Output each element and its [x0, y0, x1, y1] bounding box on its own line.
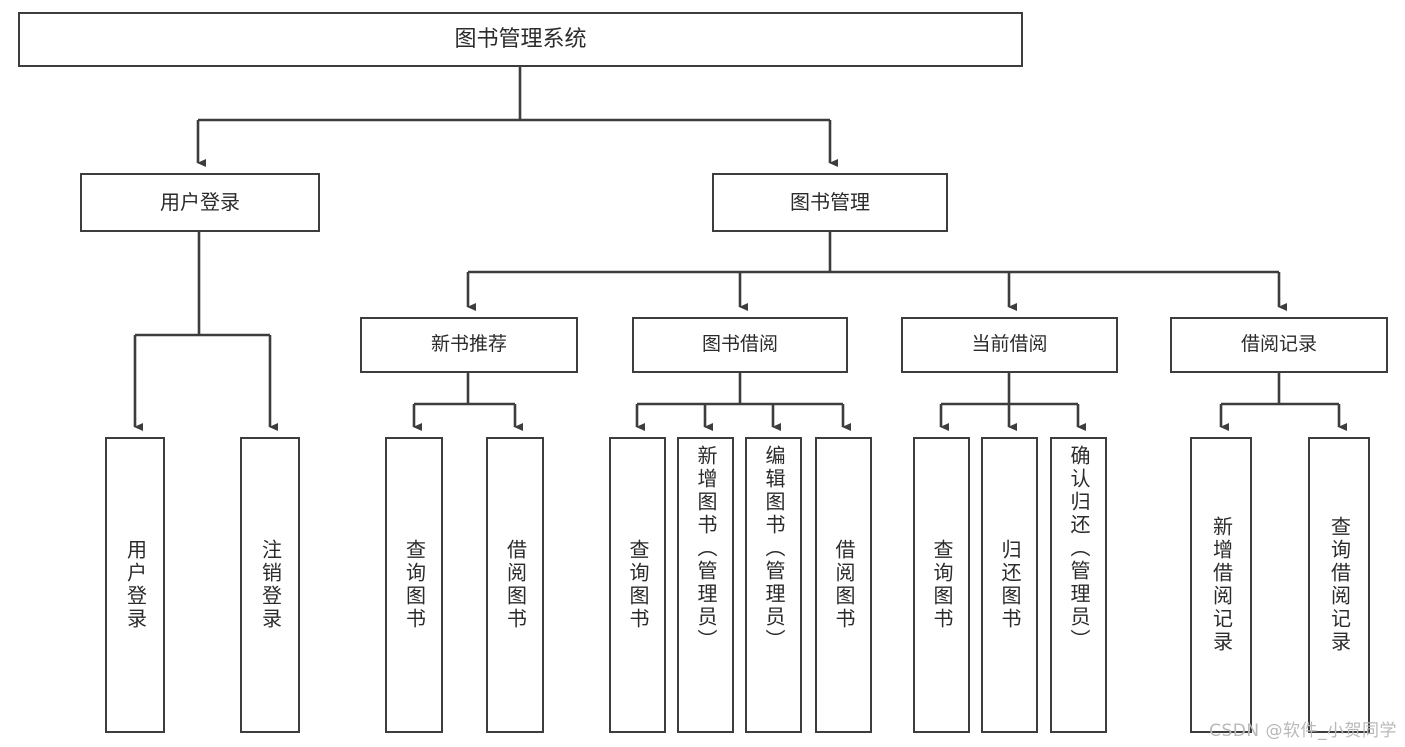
node-label: 图书管理 [790, 190, 870, 214]
leaf-borrow-edit-book-admin[interactable]: 编辑图书（管理员） [745, 437, 802, 733]
leaf-borrow-add-book-admin[interactable]: 新增图书（管理员） [677, 437, 734, 733]
leaf-recommend-query-book[interactable]: 查询图书 [385, 437, 443, 733]
leaf-record-query-borrow-record[interactable]: 查询借阅记录 [1308, 437, 1370, 733]
node-label: 确认归还（管理员） [1067, 445, 1091, 652]
leaf-borrow-borrow-book[interactable]: 借阅图书 [815, 437, 872, 733]
leaf-borrow-query-book[interactable]: 查询图书 [609, 437, 666, 733]
node-label: 注销登录 [258, 539, 283, 631]
node-label: 新增图书（管理员） [694, 445, 718, 652]
node-book-management[interactable]: 图书管理 [712, 173, 948, 232]
node-label: 归还图书 [998, 539, 1022, 631]
leaf-user-login[interactable]: 用户登录 [105, 437, 165, 733]
node-label: 用户登录 [160, 190, 240, 214]
leaf-current-return-book[interactable]: 归还图书 [981, 437, 1038, 733]
node-label: 借阅图书 [832, 539, 856, 631]
node-book-borrow[interactable]: 图书借阅 [632, 317, 848, 373]
node-label: 图书管理系统 [454, 26, 587, 52]
node-label: 查询借阅记录 [1327, 516, 1352, 654]
leaf-record-add-borrow-record[interactable]: 新增借阅记录 [1190, 437, 1252, 733]
csdn-watermark: CSDN @软件_小贺同学 [1209, 721, 1397, 741]
node-label: 新书推荐 [430, 333, 507, 356]
node-borrow-record[interactable]: 借阅记录 [1170, 317, 1388, 373]
node-label: 新增借阅记录 [1209, 516, 1234, 654]
node-root-book-management-system[interactable]: 图书管理系统 [18, 12, 1023, 67]
node-label: 查询图书 [402, 539, 427, 631]
node-label: 用户登录 [123, 539, 148, 631]
leaf-current-confirm-return-admin[interactable]: 确认归还（管理员） [1050, 437, 1107, 733]
node-label: 图书借阅 [701, 333, 778, 356]
node-label: 借阅记录 [1240, 333, 1317, 356]
node-user-login[interactable]: 用户登录 [80, 173, 320, 232]
node-label: 当前借阅 [971, 333, 1048, 356]
node-current-borrow[interactable]: 当前借阅 [901, 317, 1118, 373]
leaf-current-query-book[interactable]: 查询图书 [913, 437, 970, 733]
leaf-user-logout[interactable]: 注销登录 [240, 437, 300, 733]
node-label: 查询图书 [930, 539, 954, 631]
node-label: 查询图书 [626, 539, 650, 631]
node-label: 编辑图书（管理员） [762, 445, 786, 652]
leaf-recommend-borrow-book[interactable]: 借阅图书 [486, 437, 544, 733]
node-label: 借阅图书 [503, 539, 528, 631]
node-new-book-recommend[interactable]: 新书推荐 [360, 317, 578, 373]
